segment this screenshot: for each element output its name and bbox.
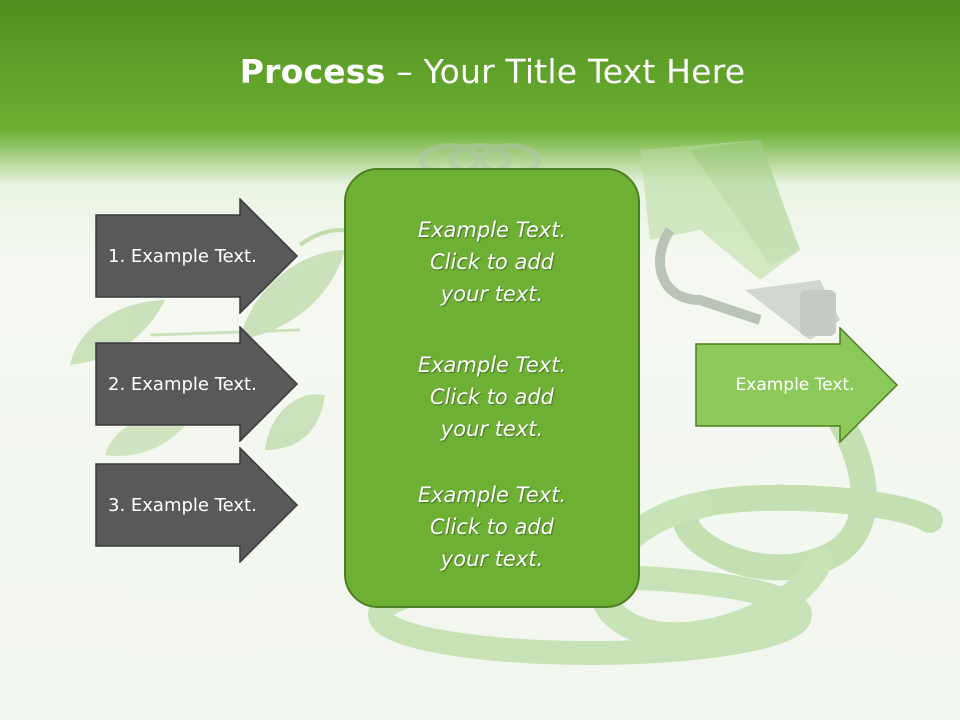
text-line: Example Text.	[417, 353, 567, 377]
text-line: Click to add	[429, 250, 554, 274]
page-title: Process – Your Title Text Here	[0, 52, 960, 91]
arrow-shape	[695, 326, 899, 444]
title-separator: –	[385, 52, 424, 91]
text-line: Click to add	[429, 385, 554, 409]
arrow-shape	[95, 446, 299, 564]
center-text-box[interactable]: Example Text. Click to add your text. Ex…	[344, 168, 640, 608]
arrow-output-label: Example Text.	[735, 375, 855, 395]
arrow-step-3[interactable]: 3. Example Text.	[95, 446, 300, 564]
title-bold: Process	[239, 52, 386, 91]
text-line: Example Text.	[417, 483, 567, 507]
title-text: Your Title Text Here	[423, 52, 746, 91]
arrow-step-2[interactable]: 2. Example Text.	[95, 325, 300, 443]
text-line: your text.	[440, 417, 544, 441]
arrow-shape	[95, 197, 299, 315]
arrow-step-1[interactable]: 1. Example Text.	[95, 197, 300, 315]
arrow-step-1-label: 1. Example Text.	[108, 245, 257, 267]
text-line: your text.	[440, 547, 544, 571]
arrow-shape	[95, 325, 299, 443]
arrow-step-2-label: 2. Example Text.	[108, 373, 257, 395]
arrow-output[interactable]: Example Text.	[695, 326, 900, 444]
text-block-1: Example Text. Click to add your text.	[346, 214, 638, 310]
text-line: your text.	[440, 282, 544, 306]
text-block-2: Example Text. Click to add your text.	[346, 349, 638, 445]
text-line: Example Text.	[417, 218, 567, 242]
text-block-3: Example Text. Click to add your text.	[346, 479, 638, 575]
arrow-step-3-label: 3. Example Text.	[108, 494, 257, 516]
text-line: Click to add	[429, 515, 554, 539]
